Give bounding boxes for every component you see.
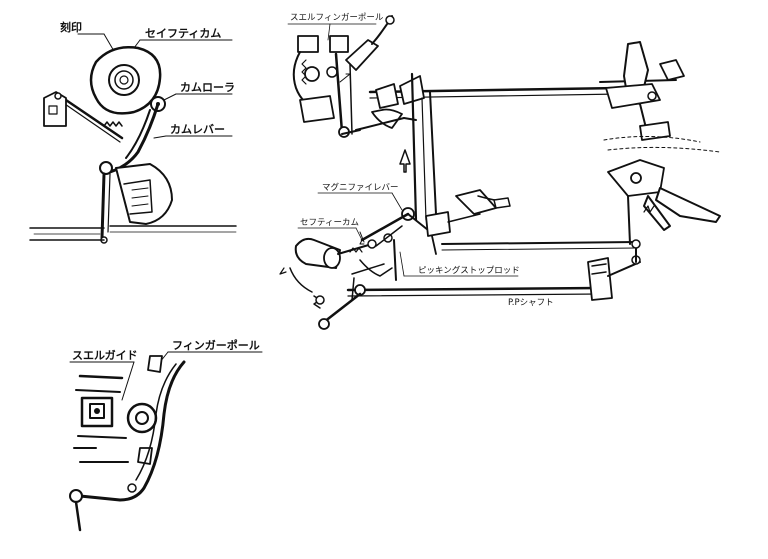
safety-cam-detail: 刻印 セイフティカム カムローラ カムレバー [29, 20, 237, 244]
label-swell-finger-pole: スエルフィンガーポール [290, 12, 384, 23]
label-magnify-lever: マグニファイレバー [322, 182, 399, 193]
label-cam-roller: カムローラ [180, 81, 235, 94]
finger-pole-detail: フィンガーポール スエルガイド [69, 338, 263, 532]
label-picking-stop-rod: ピッキングストップロッド [418, 265, 520, 276]
label-safety-cam-main: セフティーカム [300, 218, 359, 228]
main-assembly: スエルフィンガーポール [279, 12, 721, 330]
label-swell-guide: スエルガイド [72, 348, 138, 362]
safety-cam-shape [89, 46, 162, 115]
label-safety-cam-top: セイフティカム [145, 27, 221, 40]
label-kokuin: 刻印 [60, 20, 82, 34]
label-cam-lever: カムレバー [170, 123, 225, 136]
label-finger-pole: フィンガーポール [172, 338, 260, 352]
label-pp-shaft: P.Pシャフト [508, 298, 554, 308]
